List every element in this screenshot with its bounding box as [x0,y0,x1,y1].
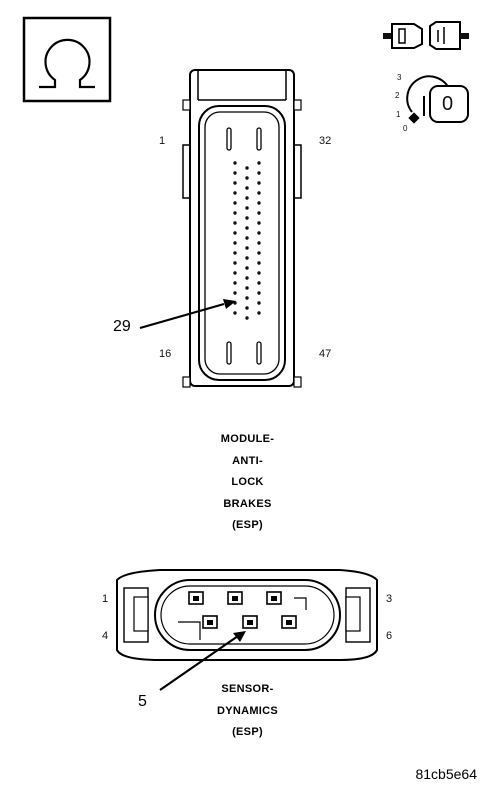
sensor-pin-terminal [193,596,199,601]
callout-leader-5 [159,631,246,691]
sensor-pin-terminal [247,620,253,625]
abs-pin-label-top-left: 1 [159,135,166,147]
ignition-position-3: 3 [397,73,402,82]
caption-line: LOCK [231,476,264,488]
abs-pin-cavity [245,226,249,230]
abs-pin-cavity [257,231,261,235]
disconnected-connector-icon [383,21,469,50]
abs-pin-cavity [257,211,261,215]
sensor-callout-pin: 5 [138,693,147,710]
abs-pin-cavity [257,301,261,305]
abs-pin-cavity [257,271,261,275]
ignition-position-0: 0 [403,124,408,133]
abs-pin-cavity [245,306,249,310]
ignition-switch-icon [406,75,469,124]
ignition-selected-position: 0 [442,93,454,115]
abs-callout-pin: 29 [113,318,131,335]
sensor-pin-terminal [207,620,213,625]
abs-pin-cavity [257,161,261,165]
abs-pin-cavity [233,211,237,215]
cavity-row-pins [226,127,262,365]
abs-pin-cavity [233,161,237,165]
abs-pin-cavity [233,191,237,195]
abs-pin-cavity [257,261,261,265]
locating-slot [256,341,262,365]
sensor-pin-terminal [271,596,277,601]
abs-pin-cavity [245,256,249,260]
abs-pin-label-bottom-right: 47 [319,348,332,360]
caption-line: (ESP) [232,519,263,531]
abs-pin-cavity [245,266,249,270]
abs-pin-cavity [233,201,237,205]
abs-pin-cavity [233,241,237,245]
abs-pin-cavity [233,261,237,265]
sensor-connector [116,569,378,661]
abs-pin-cavity [233,181,237,185]
abs-pin-cavity [245,166,249,170]
abs-pin-cavity [233,311,237,315]
sensor-pin-label-bottom-right: 6 [386,630,393,642]
abs-pin-cavity [245,206,249,210]
ohmmeter-icon [22,16,112,103]
abs-pin-cavity [233,281,237,285]
abs-pin-cavity [233,221,237,225]
locating-slot [226,341,232,365]
abs-pin-cavity [245,316,249,320]
abs-pin-cavity [233,251,237,255]
abs-pin-cavity [245,246,249,250]
sensor-pin-terminal [232,596,238,601]
callout-leader-29 [139,299,236,330]
sensor-pin-label-top-left: 1 [102,593,109,605]
abs-pin-cavity [257,251,261,255]
abs-pin-cavity [257,201,261,205]
sensor-pin-label-bottom-left: 4 [102,630,109,642]
caption-line: (ESP) [232,726,263,738]
abs-pin-cavity [257,241,261,245]
abs-pin-cavity [257,191,261,195]
abs-pin-cavity [245,186,249,190]
figure-id: 81cb5e64 [415,766,477,782]
abs-pin-cavity [233,271,237,275]
abs-connector-caption: MODULE- ANTI- LOCK BRAKES (ESP) [0,429,495,537]
ignition-position-2: 2 [395,91,400,100]
abs-pin-cavity [257,221,261,225]
abs-connector [182,69,302,388]
locating-slot [226,127,232,151]
abs-pin-label-bottom-left: 16 [159,348,172,360]
abs-pin-cavity [257,281,261,285]
abs-pin-cavity [257,311,261,315]
sensor-pin-label-top-right: 3 [386,593,393,605]
caption-line: ANTI- [232,454,263,467]
caption-line: DYNAMICS [216,704,279,717]
caption-line: MODULE- [220,433,275,445]
ignition-position-1: 1 [396,110,401,119]
abs-pin-cavity [257,291,261,295]
abs-pin-cavity [245,296,249,300]
sensor-pin-terminal [286,620,292,625]
abs-pin-cavity [245,196,249,200]
caption-line: SENSOR- [221,683,274,695]
locating-slot [256,127,262,151]
abs-pin-cavity [233,291,237,295]
abs-pin-cavity [245,276,249,280]
sensor-connector-caption: SENSOR- DYNAMICS (ESP) [0,679,495,744]
abs-pin-cavity [257,171,261,175]
abs-pin-cavity [257,181,261,185]
abs-pin-cavity [245,176,249,180]
abs-pin-cavity [245,216,249,220]
caption-line: BRAKES [223,497,272,510]
abs-pin-label-top-right: 32 [319,135,332,147]
abs-pin-cavity [233,171,237,175]
abs-pin-cavity [233,231,237,235]
abs-pin-cavity [245,286,249,290]
abs-pin-cavity [245,236,249,240]
